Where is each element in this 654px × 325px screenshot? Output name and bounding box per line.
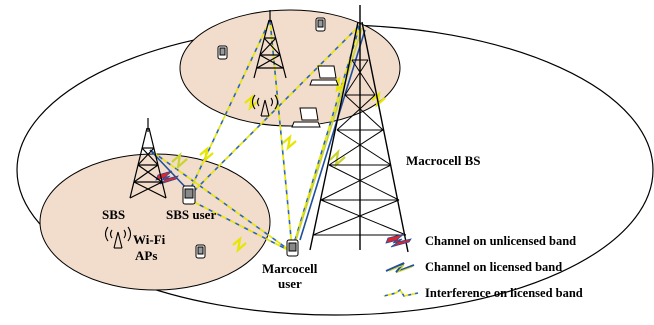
sbs-user-phone-icon (182, 185, 196, 205)
macrocell-tower-icon (309, 5, 409, 253)
legend-label-interference: Interference on licensed band (425, 286, 583, 300)
legend-label-unlicensed: Channel on unlicensed band (425, 234, 576, 248)
smartphone-icon (195, 244, 206, 259)
upper-small-cell-tower-icon (253, 10, 287, 79)
upper-small-cell-area (179, 9, 401, 127)
sbs-user-label: SBS user (166, 207, 216, 222)
unlicensed-link-icon (155, 170, 179, 185)
legend: Channel on unlicensed band Channel on li… (383, 233, 583, 300)
wifi-ap-icon (104, 226, 132, 249)
macro-user-label-line1: Marcocell (262, 261, 318, 276)
macro-user-phone-icon (286, 239, 299, 257)
legend-item-interference: Interference on licensed band (383, 286, 583, 300)
laptop-icon (309, 65, 339, 86)
sbs-label: SBS (102, 207, 125, 222)
wifi-ap-icon (251, 94, 279, 117)
sbs-tower-icon (129, 118, 167, 199)
macro-user-label-line2: user (278, 276, 302, 291)
licensed-band-icon (385, 262, 415, 273)
wifi-label-line2: APs (135, 248, 157, 263)
legend-label-licensed: Channel on licensed band (425, 260, 562, 274)
laptop-icon (291, 107, 321, 128)
unlicensed-band-icon (385, 233, 412, 248)
interference-band-icon (383, 288, 419, 297)
smartphone-icon (315, 17, 326, 32)
legend-item-licensed: Channel on licensed band (385, 260, 562, 274)
legend-item-unlicensed: Channel on unlicensed band (385, 233, 576, 248)
lower-small-cell-area (39, 153, 271, 291)
wifi-label-line1: Wi-Fi (133, 232, 166, 247)
macrocell-bs-label: Macrocell BS (406, 153, 481, 168)
smartphone-icon (217, 45, 228, 60)
licensed-links (149, 27, 366, 241)
